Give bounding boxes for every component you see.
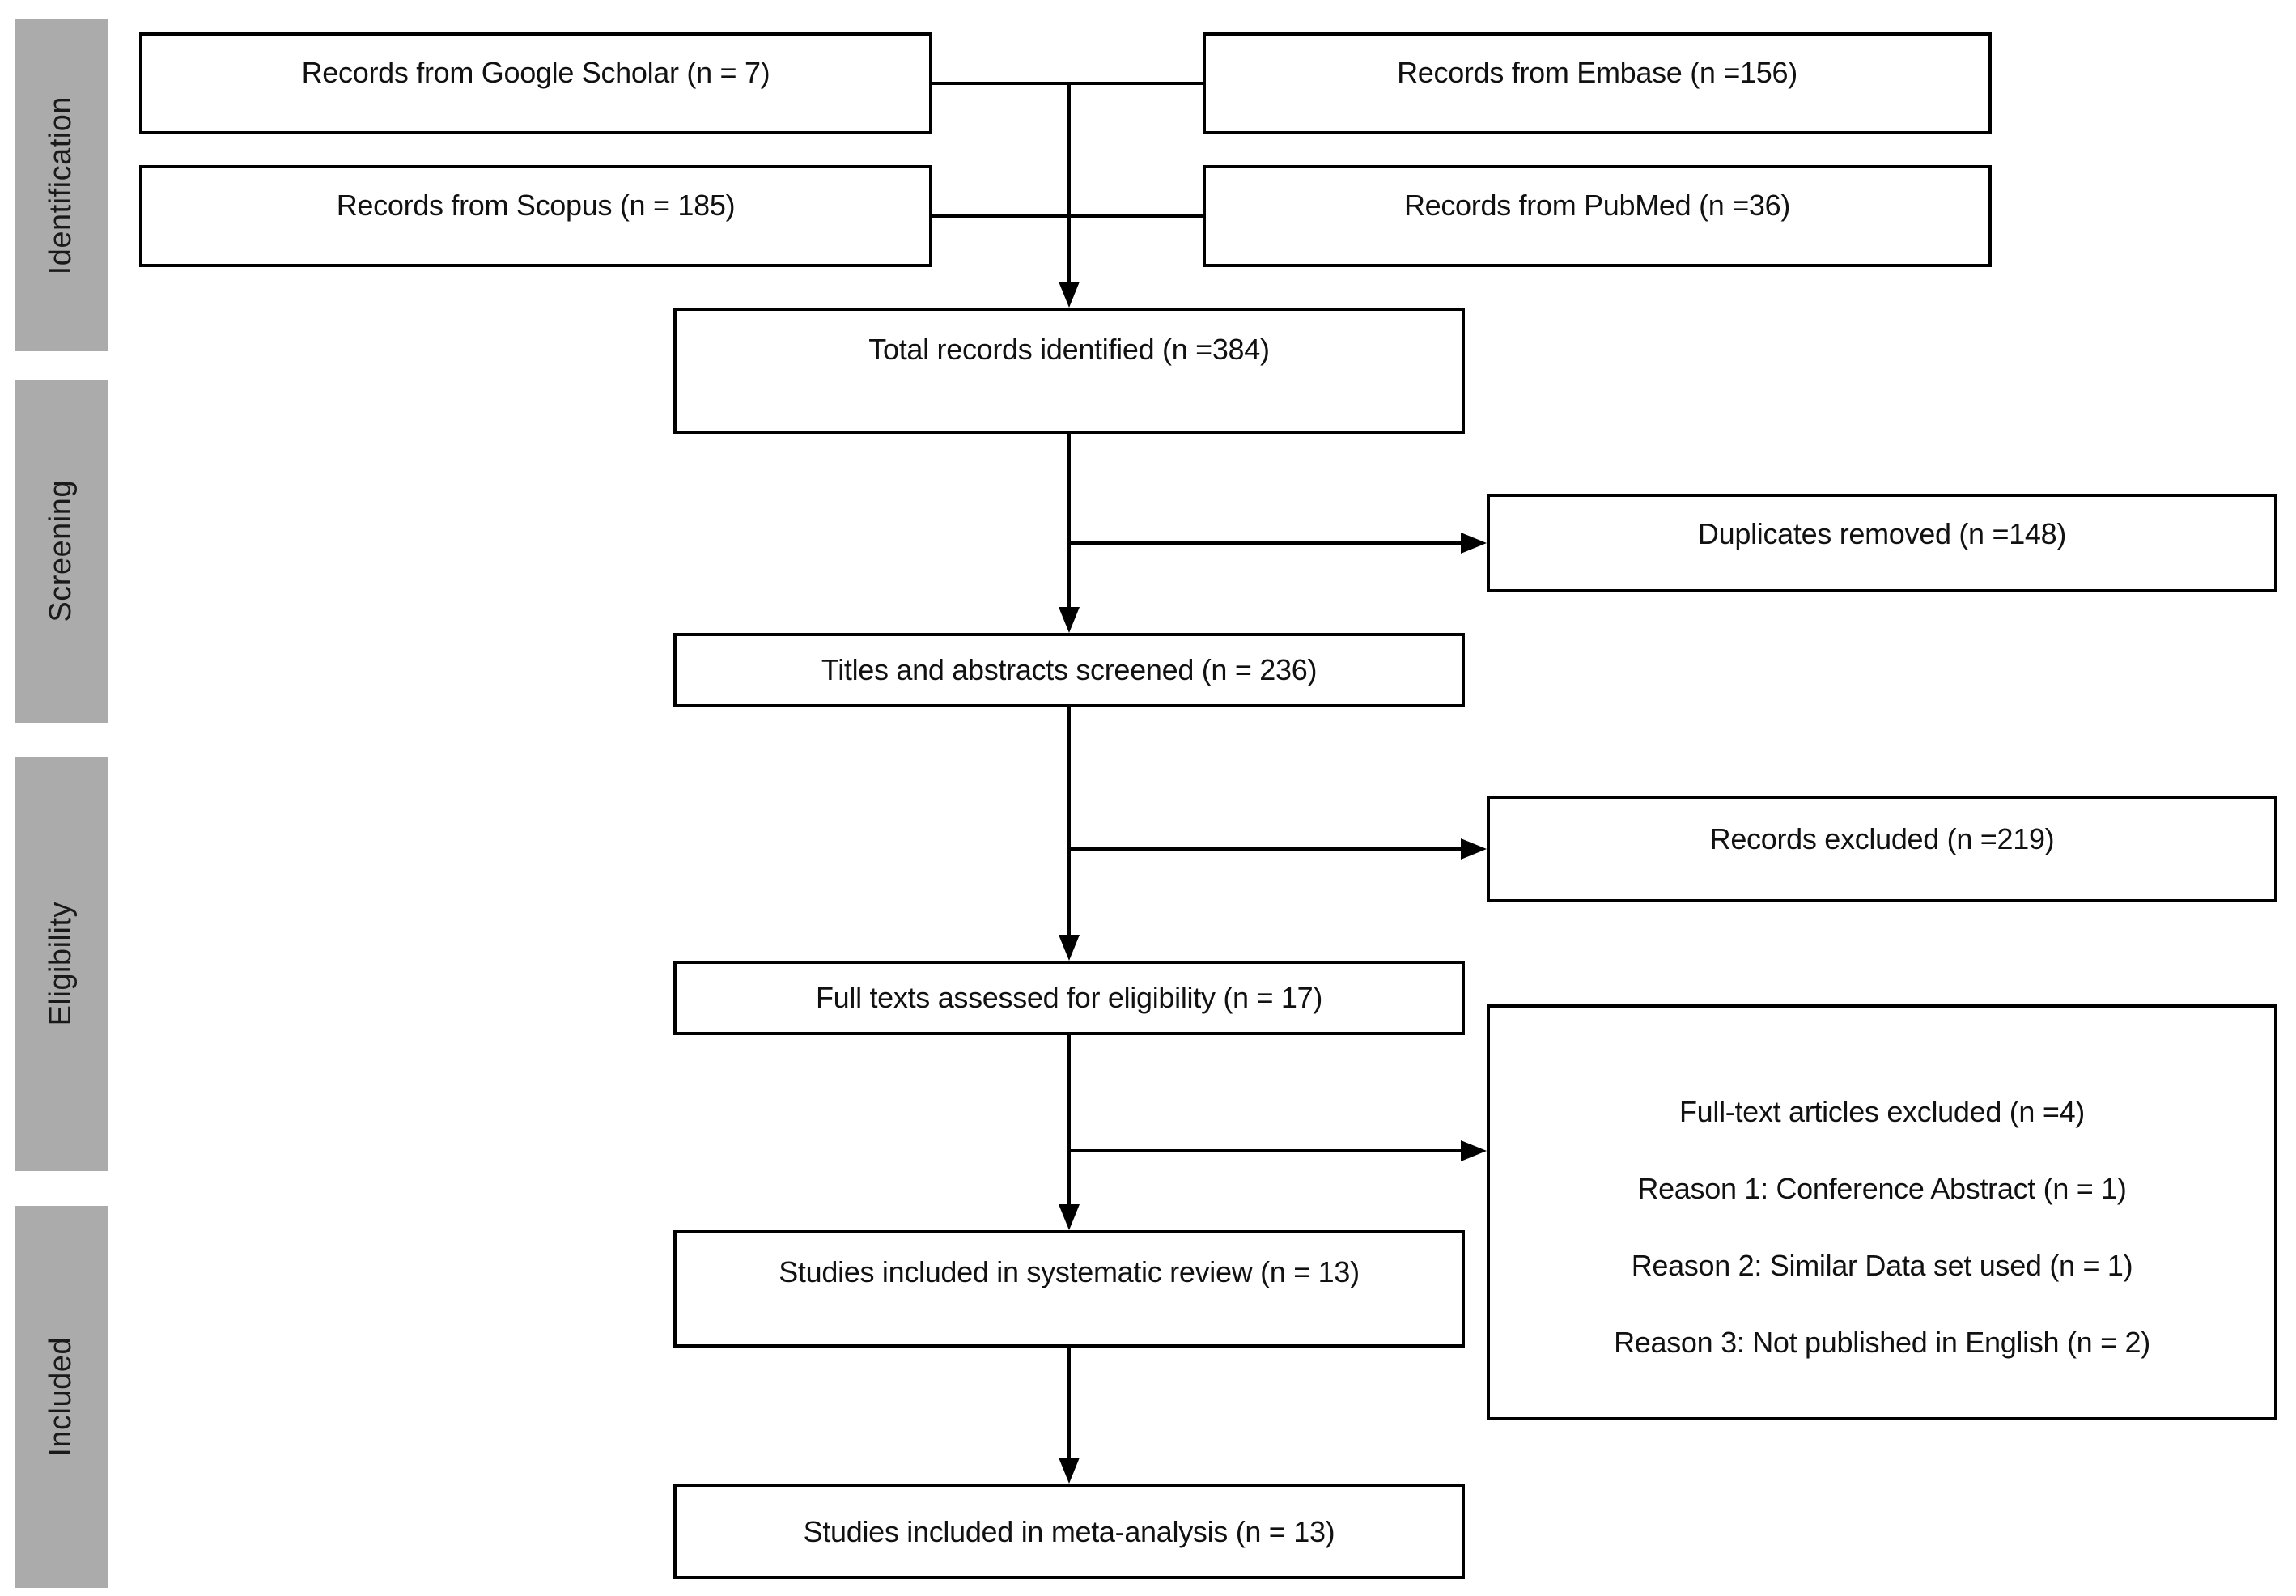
arrowhead-fulltext-excluded xyxy=(1461,1140,1487,1161)
box-titles-abstracts-screened: Titles and abstracts screened (n = 236) xyxy=(673,633,1465,707)
box-titles-abstracts-screened-label: Titles and abstracts screened (n = 236) xyxy=(821,653,1318,686)
box-duplicates-removed: Duplicates removed (n =148) xyxy=(1487,494,2277,592)
arrowhead-fulltext xyxy=(1059,935,1080,961)
box-records-embase: Records from Embase (n =156) xyxy=(1203,32,1992,134)
stage-label-eligibility: Eligibility xyxy=(44,902,78,1026)
box-included-meta-analysis: Studies included in meta-analysis (n = 1… xyxy=(673,1484,1465,1579)
fulltext-excluded-reason-3: Reason 3: Not published in English (n = … xyxy=(1614,1325,2150,1359)
box-total-records-identified-label: Total records identified (n =384) xyxy=(868,333,1270,366)
stage-band-included: Included xyxy=(15,1206,108,1588)
arrowhead-meta xyxy=(1059,1458,1080,1484)
arrowhead-screened xyxy=(1059,607,1080,633)
box-included-systematic-review-label: Studies included in systematic review (n… xyxy=(779,1255,1360,1288)
box-duplicates-removed-label: Duplicates removed (n =148) xyxy=(1697,517,2067,550)
stage-band-eligibility: Eligibility xyxy=(15,757,108,1171)
arrowhead-review xyxy=(1059,1204,1080,1230)
box-records-scopus: Records from Scopus (n = 185) xyxy=(139,165,932,267)
fulltext-excluded-title: Full-text articles excluded (n =4) xyxy=(1678,1094,2085,1128)
fulltext-excluded-reason-1: Reason 1: Conference Abstract (n = 1) xyxy=(1637,1171,2127,1205)
box-included-meta-analysis-label: Studies included in meta-analysis (n = 1… xyxy=(803,1515,1335,1548)
box-fulltext-assessed: Full texts assessed for eligibility (n =… xyxy=(673,961,1465,1035)
stage-label-included: Included xyxy=(44,1337,78,1457)
stage-label-identification: Identification xyxy=(44,96,78,275)
box-fulltext-assessed-label: Full texts assessed for eligibility (n =… xyxy=(815,981,1323,1014)
box-records-scopus-label: Records from Scopus (n = 185) xyxy=(336,189,736,222)
arrowhead-total xyxy=(1059,282,1080,308)
box-records-pubmed-label: Records from PubMed (n =36) xyxy=(1403,189,1791,222)
box-records-excluded: Records excluded (n =219) xyxy=(1487,796,2277,902)
box-total-records-identified: Total records identified (n =384) xyxy=(673,308,1465,434)
arrowhead-excluded xyxy=(1461,838,1487,860)
box-records-embase-label: Records from Embase (n =156) xyxy=(1397,56,1797,89)
box-records-excluded-label: Records excluded (n =219) xyxy=(1709,822,2055,855)
box-included-systematic-review: Studies included in systematic review (n… xyxy=(673,1230,1465,1348)
stage-band-screening: Screening xyxy=(15,380,108,723)
stage-label-screening: Screening xyxy=(44,480,78,622)
box-fulltext-articles-excluded: Full-text articles excluded (n =4) Reaso… xyxy=(1487,1004,2277,1420)
fulltext-excluded-reason-2: Reason 2: Similar Data set used (n = 1) xyxy=(1631,1248,2133,1282)
box-records-google-scholar-label: Records from Google Scholar (n = 7) xyxy=(301,56,770,89)
box-records-google-scholar: Records from Google Scholar (n = 7) xyxy=(139,32,932,134)
stage-band-identification: Identification xyxy=(15,19,108,351)
arrowhead-duplicates xyxy=(1461,533,1487,554)
box-records-pubmed: Records from PubMed (n =36) xyxy=(1203,165,1992,267)
